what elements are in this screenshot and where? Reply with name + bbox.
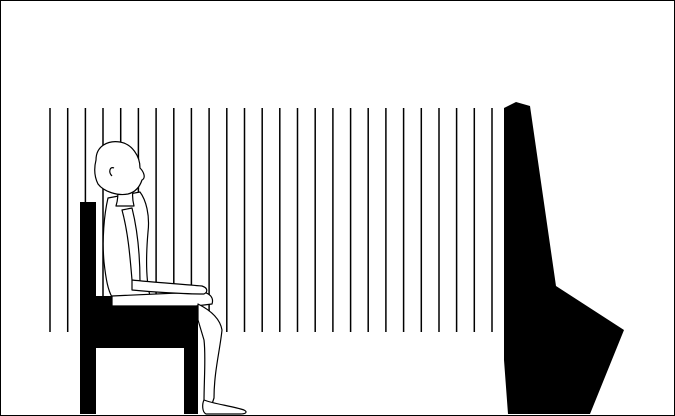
seated-person [95,142,246,414]
dark-object-silhouette [504,102,624,414]
person-lower-leg [198,304,222,404]
person-foot [203,400,246,414]
chair-front-leg [184,340,198,414]
person-head [95,142,144,195]
